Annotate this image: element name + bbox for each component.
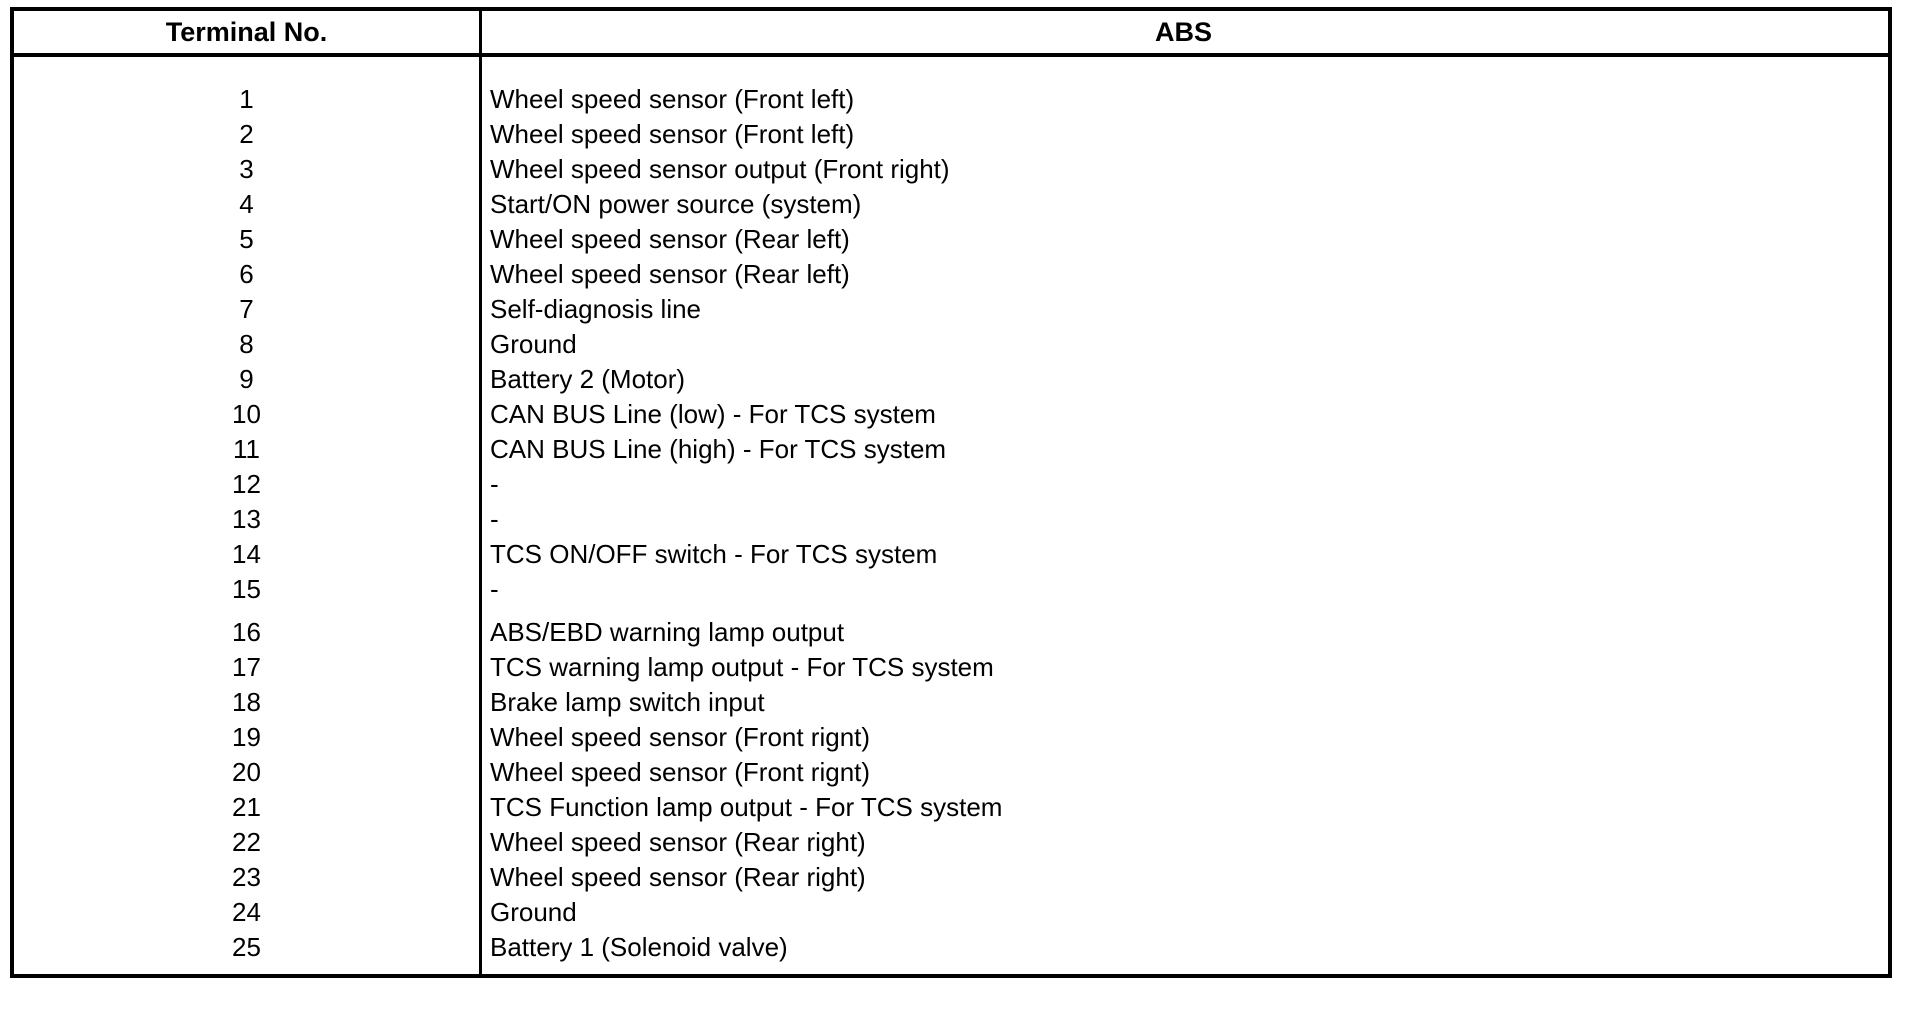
description-cell: TCS Function lamp output - For TCS syste…	[490, 792, 1003, 822]
table-row: 25 Battery 1 (Solenoid valve)	[14, 930, 1888, 965]
terminal-number-cell: 18	[232, 687, 261, 717]
table-row: 16 ABS/EBD warning lamp output	[14, 615, 1888, 650]
description-cell: Battery 1 (Solenoid valve)	[490, 932, 788, 962]
table-header-row: Terminal No. ABS	[14, 11, 1888, 57]
table-row: 11 CAN BUS Line (high) - For TCS system	[14, 432, 1888, 467]
description-cell: Self-diagnosis line	[490, 294, 702, 324]
description-cell: Wheel speed sensor (Rear right)	[490, 862, 866, 892]
description-cell: Wheel speed sensor (Rear left)	[490, 224, 850, 254]
terminal-number-cell: 23	[232, 862, 261, 892]
description-cell: TCS warning lamp output - For TCS system	[490, 652, 994, 682]
terminal-number-cell: 25	[232, 932, 261, 962]
table-row: 13 -	[14, 502, 1888, 537]
table-row: 7 Self-diagnosis line	[14, 292, 1888, 327]
description-cell: Start/ON power source (system)	[490, 189, 862, 219]
terminal-number-cell: 1	[239, 84, 254, 114]
terminal-number-cell: 16	[232, 617, 261, 647]
table-row: 21 TCS Function lamp output - For TCS sys…	[14, 790, 1888, 825]
table-row: 23 Wheel speed sensor (Rear right)	[14, 860, 1888, 895]
terminal-number-cell: 4	[239, 189, 254, 219]
description-cell: Ground	[490, 897, 577, 927]
table-row: 3 Wheel speed sensor output (Front right)	[14, 152, 1888, 187]
table-row-group: 16 ABS/EBD warning lamp output 17 TCS warni…	[14, 615, 1888, 965]
column-divider	[479, 11, 482, 974]
description-cell: TCS ON/OFF switch - For TCS system	[490, 539, 938, 569]
terminal-number-cell: 11	[233, 434, 260, 464]
table-row: 17 TCS warning lamp output - For TCS syst…	[14, 650, 1888, 685]
description-cell: Battery 2 (Motor)	[490, 364, 686, 394]
column-header-terminal-no: Terminal No.	[165, 16, 328, 47]
terminal-number-cell: 8	[239, 329, 254, 359]
terminal-number-cell: 7	[239, 294, 254, 324]
terminal-number-cell: 3	[239, 154, 254, 184]
terminal-number-cell: 19	[232, 722, 261, 752]
description-cell: ABS/EBD warning lamp output	[490, 617, 845, 647]
table-row: 24 Ground	[14, 895, 1888, 930]
table-row: 22 Wheel speed sensor (Rear right)	[14, 825, 1888, 860]
description-cell: CAN BUS Line (high) - For TCS system	[490, 434, 947, 464]
description-cell: -	[490, 504, 499, 534]
description-cell: CAN BUS Line (low) - For TCS system	[490, 399, 936, 429]
description-cell: -	[490, 469, 499, 499]
table-row: 20 Wheel speed sensor (Front rignt)	[14, 755, 1888, 790]
table-row: 4 Start/ON power source (system)	[14, 187, 1888, 222]
terminal-number-cell: 10	[232, 399, 261, 429]
terminal-number-cell: 2	[239, 119, 254, 149]
table-row: 18 Brake lamp switch input	[14, 685, 1888, 720]
description-cell: Wheel speed sensor output (Front right)	[490, 154, 950, 184]
description-cell: Brake lamp switch input	[490, 687, 765, 717]
description-cell: Wheel speed sensor (Front left)	[490, 119, 855, 149]
table-row: 1 Wheel speed sensor (Front left)	[14, 82, 1888, 117]
terminal-number-cell: 6	[239, 259, 254, 289]
table-row: 12 -	[14, 467, 1888, 502]
terminal-number-cell: 14	[232, 539, 261, 569]
description-cell: Wheel speed sensor (Front rignt)	[490, 757, 871, 787]
description-cell: Wheel speed sensor (Rear right)	[490, 827, 866, 857]
terminal-number-cell: 12	[232, 469, 261, 499]
description-cell: Wheel speed sensor (Front rignt)	[490, 722, 871, 752]
table-row: 19 Wheel speed sensor (Front rignt)	[14, 720, 1888, 755]
column-header-abs: ABS	[1154, 16, 1212, 47]
table-row: 8 Ground	[14, 327, 1888, 362]
terminal-number-cell: 22	[232, 827, 261, 857]
description-cell: Ground	[490, 329, 577, 359]
table-row: 2 Wheel speed sensor (Front left)	[14, 117, 1888, 152]
description-cell: -	[490, 574, 499, 604]
description-cell: Wheel speed sensor (Rear left)	[490, 259, 850, 289]
table-row: 5 Wheel speed sensor (Rear left)	[14, 222, 1888, 257]
table-row: 6 Wheel speed sensor (Rear left)	[14, 257, 1888, 292]
terminal-number-cell: 21	[232, 792, 261, 822]
table-row: 9 Battery 2 (Motor)	[14, 362, 1888, 397]
terminal-number-cell: 9	[239, 364, 254, 394]
table-row: 14 TCS ON/OFF switch - For TCS system	[14, 537, 1888, 572]
table-row: 15 -	[14, 572, 1888, 607]
terminal-number-cell: 13	[232, 504, 261, 534]
terminal-number-cell: 24	[232, 897, 261, 927]
table-row: 10 CAN BUS Line (low) - For TCS system	[14, 397, 1888, 432]
description-cell: Wheel speed sensor (Front left)	[490, 84, 855, 114]
terminal-number-cell: 5	[239, 224, 254, 254]
terminal-number-cell: 15	[232, 574, 261, 604]
terminal-number-cell: 20	[232, 757, 261, 787]
terminal-number-cell: 17	[232, 652, 261, 682]
